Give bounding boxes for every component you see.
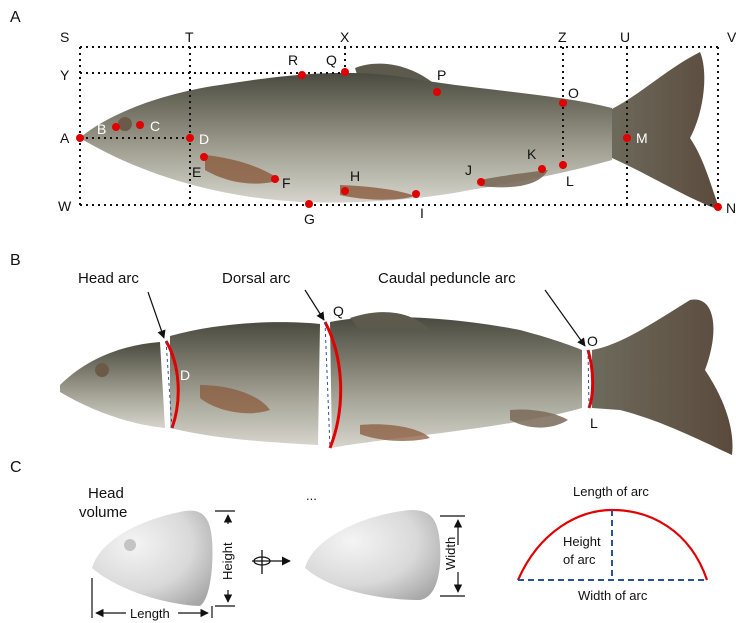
point-label-g: G: [304, 211, 315, 227]
caudal-arc-arrow: [545, 290, 585, 346]
point-label-e: E: [192, 164, 201, 180]
grid-label-n: N: [726, 200, 736, 216]
dorsal-arc-arrow: [305, 290, 324, 320]
dorsal-arc-chord: [325, 322, 330, 448]
point-c: [136, 121, 144, 129]
point-m: [623, 134, 631, 142]
grid-label-z: Z: [558, 29, 567, 45]
point-label-l: L: [566, 173, 574, 189]
point-q: [341, 68, 349, 76]
arc-point-q: Q: [333, 303, 344, 319]
arc-height-label-2: of arc: [563, 552, 596, 567]
point-n: [714, 203, 722, 211]
caudal-arc-label: Caudal peduncle arc: [378, 270, 516, 287]
point-b: [112, 123, 120, 131]
point-g: [305, 200, 313, 208]
panel-label-a: A: [10, 9, 21, 26]
point-label-c: C: [150, 118, 160, 134]
ellipsis-label: ...: [306, 488, 317, 503]
fish-body-b: [60, 300, 733, 455]
point-label-q: Q: [326, 52, 337, 68]
arc-length-label: Length of arc: [573, 484, 649, 499]
width-label: Width: [443, 537, 458, 570]
point-i: [412, 190, 420, 198]
point-label-m: M: [636, 130, 648, 146]
grid-label-t: T: [185, 29, 194, 45]
point-l: [559, 161, 567, 169]
point-label-p: P: [437, 67, 446, 83]
arc-height-label-1: Height: [563, 534, 601, 549]
head-volume-title-1: Head: [88, 485, 124, 502]
dorsal-arc-label: Dorsal arc: [222, 270, 291, 287]
point-label-f: F: [282, 175, 291, 191]
grid-label-s: S: [60, 29, 69, 45]
point-e: [200, 153, 208, 161]
point-f: [271, 175, 279, 183]
point-p: [433, 88, 441, 96]
point-o: [559, 99, 567, 107]
arc-point-l: L: [590, 415, 598, 431]
point-k: [538, 165, 546, 173]
arc-point-o: O: [587, 333, 598, 349]
point-h: [341, 187, 349, 195]
grid-label-u: U: [620, 29, 630, 45]
point-label-i: I: [420, 205, 424, 221]
fish-body-a: [80, 52, 720, 210]
grid-label-x: X: [340, 29, 350, 45]
arc-width-label: Width of arc: [578, 588, 648, 603]
length-label: Length: [130, 606, 170, 621]
point-label-b: B: [97, 121, 106, 137]
point-j: [477, 178, 485, 186]
grid-label-a: A: [60, 130, 70, 146]
arc-schematic: [518, 510, 707, 580]
point-label-h: H: [350, 168, 360, 184]
point-label-r: R: [288, 52, 298, 68]
head-model-side: [92, 511, 213, 606]
point-r: [298, 71, 306, 79]
head-arc-arrow: [148, 292, 164, 338]
panel-label-c: C: [10, 459, 22, 476]
grid-label-w: W: [58, 198, 72, 214]
point-label-j: J: [465, 162, 472, 178]
head-arc-label: Head arc: [78, 270, 139, 287]
grid-label-y: Y: [60, 67, 70, 83]
grid-label-v: V: [727, 29, 736, 45]
point-label-o: O: [568, 85, 579, 101]
arc-point-d: D: [180, 367, 190, 383]
point-label-k: K: [527, 146, 537, 162]
point-d: [186, 134, 194, 142]
point-label-d: D: [199, 131, 209, 147]
head-model-top: [305, 510, 440, 600]
rotate-icon: [252, 550, 290, 574]
head-model-eye: [124, 539, 136, 551]
panel-label-b: B: [10, 252, 21, 269]
height-label: Height: [220, 542, 235, 580]
head-volume-title-2: volume: [79, 504, 127, 521]
point-a: [76, 134, 84, 142]
